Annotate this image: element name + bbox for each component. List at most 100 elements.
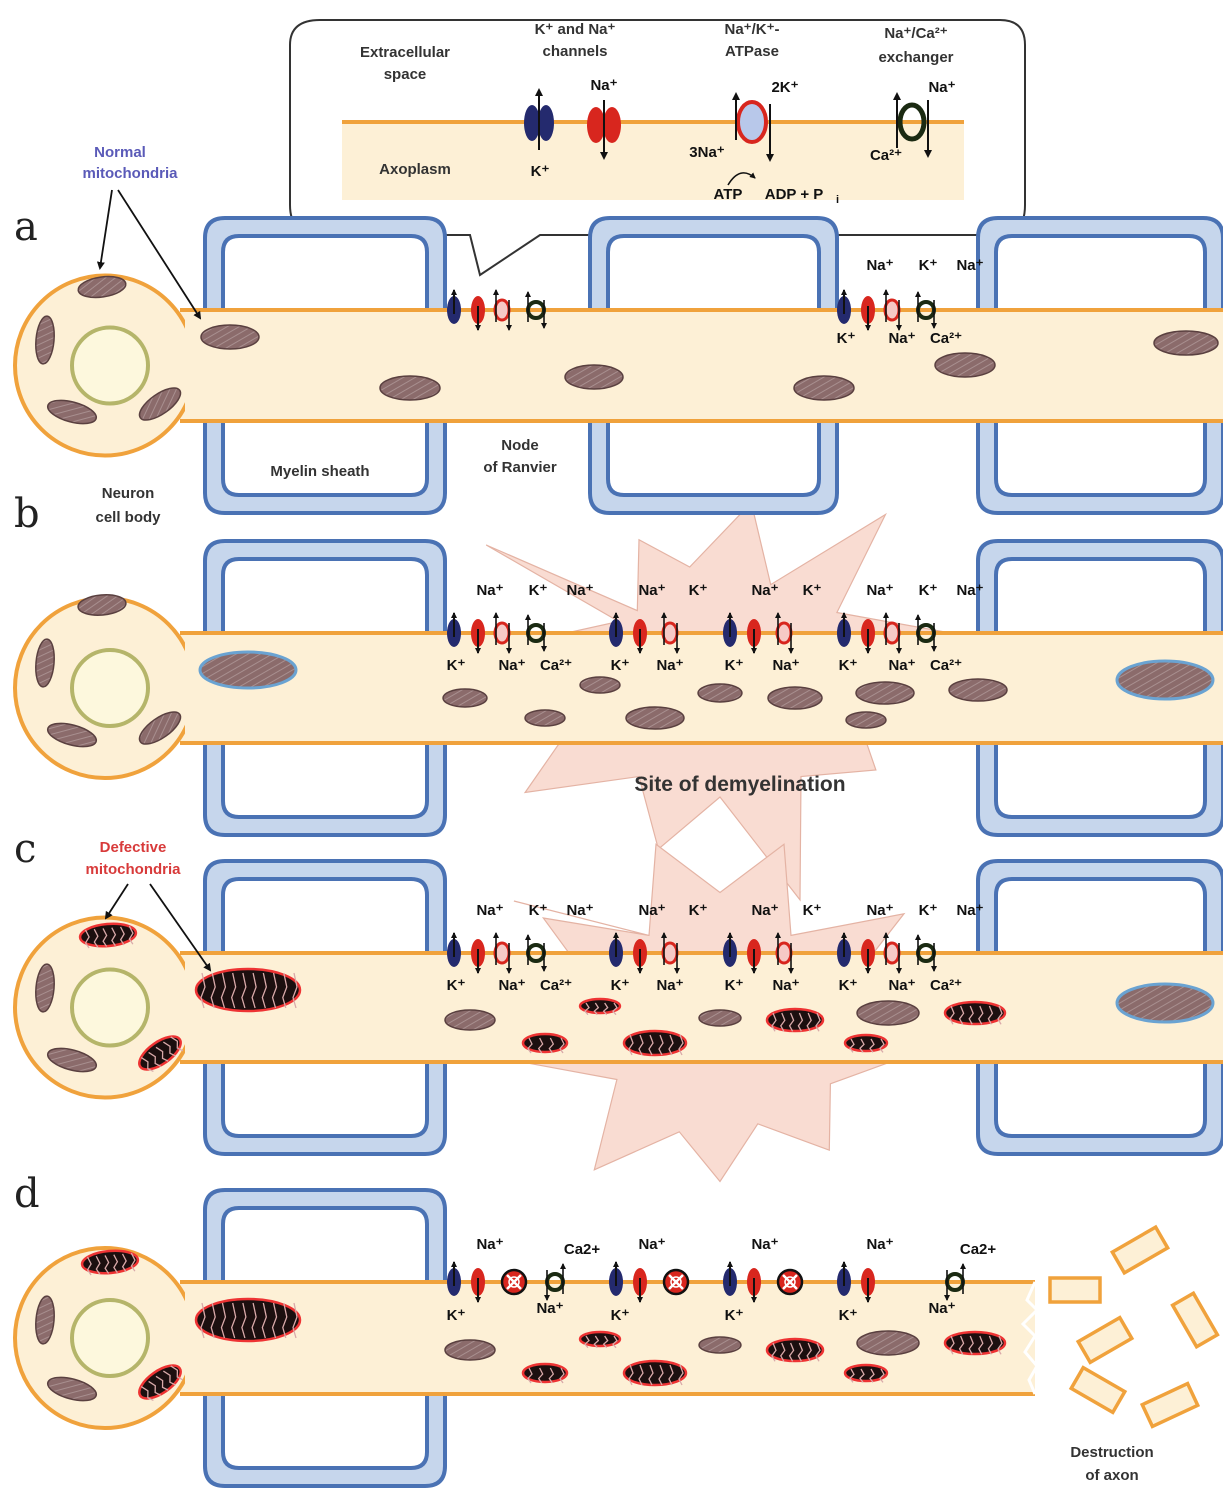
nucleus <box>72 650 148 726</box>
ion-d-top-1: Na⁺ <box>638 1236 665 1253</box>
myelin-sheath-bottom <box>205 743 445 835</box>
mitochondrion-20 <box>768 687 822 709</box>
myelin-sheath-bottom <box>978 743 1223 835</box>
panel-letter-a: a <box>14 204 38 250</box>
callout-adp-label: ADP + P <box>765 186 824 203</box>
mito-body-normal <box>949 679 1007 701</box>
normal-mito-arrow-1 <box>100 190 112 268</box>
mito-body-normal <box>445 1340 495 1360</box>
nucleus <box>72 328 148 404</box>
panel-letter-b: b <box>14 491 40 537</box>
atpase-pump-icon <box>885 300 899 320</box>
mito-body-normal <box>794 376 854 400</box>
callout-na-channel-icon-2 <box>603 107 621 143</box>
myelin-sheath-bottom <box>590 421 837 513</box>
mitochondrion-16 <box>525 710 565 726</box>
node-label-1: Node <box>501 437 539 454</box>
callout-2k-label: 2K⁺ <box>771 79 798 96</box>
ion-c-top-9: Na⁺ <box>956 902 983 919</box>
mitochondrion-21 <box>846 712 886 728</box>
callout-k-label: K⁺ <box>531 163 550 180</box>
ion-b-bottom-3: K⁺ <box>611 657 630 674</box>
neuron-body-label-2: cell body <box>95 509 161 526</box>
mitochondrion-6 <box>565 365 623 389</box>
callout-atpase-icon <box>738 102 766 142</box>
atpase-pump-icon <box>885 943 899 963</box>
axon-fragment-3 <box>1173 1293 1218 1347</box>
callout-3na-label: 3Na⁺ <box>689 144 725 161</box>
ion-b-top-9: Na⁺ <box>956 582 983 599</box>
axon-fragment-1 <box>1112 1227 1167 1273</box>
ion-c-top-3: Na⁺ <box>638 902 665 919</box>
myelin-sheath-top <box>978 218 1223 310</box>
defective-mito-label-1: Defective <box>100 839 167 856</box>
ion-d-ca-0: Ca2+ <box>564 1241 601 1258</box>
mitochondrion-53 <box>945 1332 1005 1354</box>
callout-adp-sub: i <box>836 194 839 206</box>
atpase-pump-icon <box>885 623 899 643</box>
myelin-sheath-top <box>205 861 445 953</box>
defective-mito-arrow-1 <box>106 884 128 918</box>
ion-d-bottom-3: K⁺ <box>839 1307 858 1324</box>
atpase-pump-icon <box>495 943 509 963</box>
mitochondrion-5 <box>380 376 440 400</box>
ion-c-bottom-8: Na⁺ <box>888 977 915 994</box>
myelin-sheath-bottom <box>205 1394 445 1486</box>
panel-letter-d: d <box>14 1171 40 1217</box>
ion-a-top-2: Na⁺ <box>956 257 983 274</box>
ion-c-bottom-9: Ca²⁺ <box>930 977 962 994</box>
callout-extracellular-2: space <box>384 66 427 83</box>
mitochondrion-19 <box>698 684 742 702</box>
mitochondrion-50 <box>767 1339 823 1361</box>
demyelination-label: Site of demyelination <box>634 773 845 796</box>
ion-a-top-1: K⁺ <box>919 257 938 274</box>
axon-fragment-4 <box>1071 1368 1125 1413</box>
callout-na-channel-icon <box>587 107 605 143</box>
ion-d-na-0: Na⁺ <box>536 1300 563 1317</box>
mitochondrion-47 <box>580 1332 620 1348</box>
ion-d-top-2: Na⁺ <box>751 1236 778 1253</box>
mito-body-normal <box>698 684 742 702</box>
mito-body-normal <box>443 689 487 707</box>
axoplasm-fill <box>180 310 1223 421</box>
ion-c-top-6: K⁺ <box>803 902 822 919</box>
atpase-pump-icon <box>663 623 677 643</box>
ion-b-bottom-5: K⁺ <box>725 657 744 674</box>
axoplasm-fill <box>180 953 1223 1062</box>
mitochondrion-48 <box>624 1361 686 1385</box>
ion-d-top-0: Na⁺ <box>476 1236 503 1253</box>
mito-body-normal <box>857 1331 919 1355</box>
ion-c-top-5: Na⁺ <box>751 902 778 919</box>
atpase-pump-icon <box>495 300 509 320</box>
myelin-sheath-top <box>205 1190 445 1282</box>
mito-body-normal <box>380 376 440 400</box>
ion-d-top-3: Na⁺ <box>866 1236 893 1253</box>
mitochondrion-15 <box>443 689 487 707</box>
ion-c-top-8: K⁺ <box>919 902 938 919</box>
mito-body-normal <box>1117 984 1213 1022</box>
axon-fragments <box>1050 1227 1217 1426</box>
mitochondrion-14 <box>200 652 296 688</box>
callout-ca-label: Ca²⁺ <box>870 147 902 164</box>
mitochondrion-39 <box>1117 984 1213 1022</box>
ion-d-ca-1: Ca2+ <box>960 1241 997 1258</box>
myelin-sheath-bottom <box>205 1062 445 1154</box>
callout-k-channel-icon-2 <box>538 105 554 141</box>
mito-body-normal <box>1154 331 1218 355</box>
mitochondrion-34 <box>699 1010 741 1026</box>
ion-c-bottom-5: K⁺ <box>725 977 744 994</box>
mitochondrion-4 <box>201 325 259 349</box>
nucleus <box>72 1300 148 1376</box>
ion-a-bottom-0: K⁺ <box>837 330 856 347</box>
ion-c-top-2: Na⁺ <box>566 902 593 919</box>
myelin-sheath-top <box>978 541 1223 633</box>
ion-b-bottom-6: Na⁺ <box>772 657 799 674</box>
ion-c-bottom-1: Na⁺ <box>498 977 525 994</box>
mito-body-normal <box>699 1337 741 1353</box>
callout-k-channel-icon <box>524 105 540 141</box>
myelin-label: Myelin sheath <box>270 463 369 480</box>
ion-a-top-0: Na⁺ <box>866 257 893 274</box>
destruction-label-2: of axon <box>1085 1467 1138 1484</box>
mitochondrion-45 <box>445 1340 495 1360</box>
mitochondrion-32 <box>580 999 620 1015</box>
